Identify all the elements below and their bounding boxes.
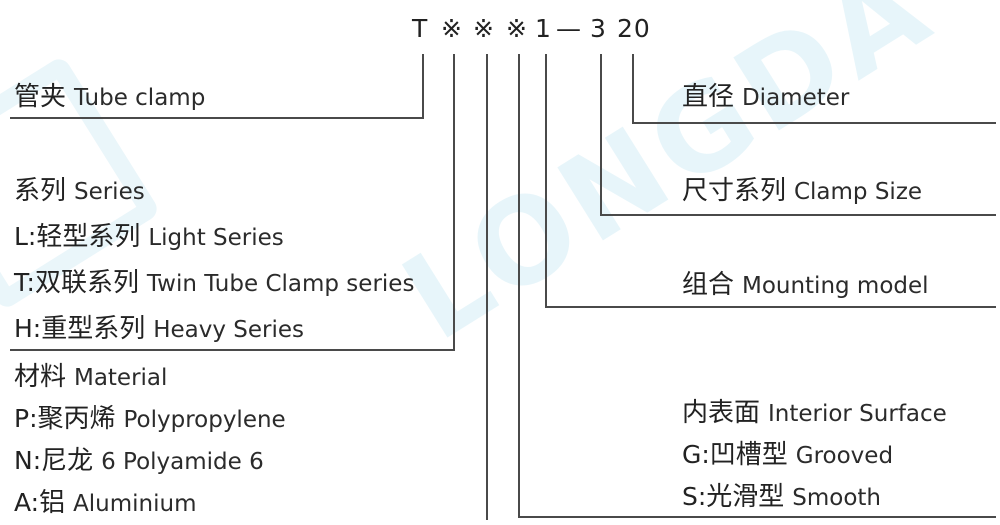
tube-clamp-vertical-line (422, 54, 424, 119)
series-item-en: Twin Tube Clamp series (146, 271, 415, 297)
material-item-code: A: (14, 488, 40, 517)
diameter-underline (632, 122, 996, 124)
size-underline (600, 214, 996, 216)
diameter-label: 直径 Diameter (682, 82, 849, 113)
material-item-zh: 聚丙烯 (37, 404, 116, 434)
mounting-zh: 组合 (682, 270, 735, 300)
series-item-twin: T:双联系列 Twin Tube Clamp series (14, 268, 414, 299)
clamp-size-en: Clamp Size (793, 179, 923, 205)
mounting-underline (545, 306, 996, 308)
material-item-zh: 铝 (39, 488, 66, 518)
interior-item-en: Grooved (795, 443, 894, 469)
code-dash: — (556, 14, 582, 43)
series-item-en: Light Series (148, 225, 284, 251)
material-heading: 材料 Material (14, 362, 167, 393)
material-item-en: Polypropylene (123, 407, 286, 433)
material-item-en: Aluminium (73, 491, 197, 517)
series-item-code: T: (14, 268, 35, 297)
mounting-en: Mounting model (741, 273, 929, 299)
mounting-label: 组合 Mounting model (682, 270, 929, 301)
code-prefix: T (412, 14, 429, 43)
series-heading: 系列 Series (14, 176, 145, 207)
clamp-size-label: 尺寸系列 Clamp Size (682, 176, 922, 207)
clamp-size-zh: 尺寸系列 (682, 176, 787, 206)
code-material-mark: ※ (473, 14, 495, 43)
interior-item-en: Smooth (792, 485, 882, 511)
series-en: Series (73, 179, 145, 205)
mounting-vertical-line (545, 54, 547, 308)
interior-item-code: G: (682, 440, 710, 469)
series-item-light: L:轻型系列 Light Series (14, 222, 284, 253)
tube-clamp-underline (10, 117, 424, 119)
diameter-zh: 直径 (682, 82, 735, 112)
code-diameter: 20 (617, 14, 651, 43)
series-vertical-line (453, 54, 455, 351)
material-zh: 材料 (14, 362, 67, 392)
series-underline (10, 349, 455, 351)
tube-clamp-label: 管夹 Tube clamp (14, 82, 205, 113)
material-en: Material (73, 365, 168, 391)
interior-zh: 内表面 (682, 398, 761, 428)
code-series-mark: ※ (441, 14, 463, 43)
series-item-heavy: H:重型系列 Heavy Series (14, 314, 304, 345)
interior-item-smooth: S:光滑型 Smooth (682, 482, 881, 513)
code-combination: 1 (535, 14, 552, 43)
series-zh: 系列 (14, 176, 67, 206)
code-surface-mark: ※ (506, 14, 528, 43)
material-item-en: 6 Polyamide 6 (101, 449, 264, 475)
series-item-zh: 轻型系列 (36, 222, 141, 252)
series-item-zh: 双联系列 (34, 268, 139, 298)
interior-item-code: S: (682, 482, 707, 511)
material-vertical-line (486, 54, 488, 520)
interior-en: Interior Surface (767, 401, 947, 427)
material-item-zh: 尼龙 (41, 446, 94, 476)
series-item-en: Heavy Series (153, 317, 305, 343)
tube-clamp-zh: 管夹 (14, 82, 67, 112)
interior-bottom-line (518, 516, 996, 518)
diameter-en: Diameter (741, 85, 850, 111)
interior-item-zh: 光滑型 (706, 482, 785, 512)
diameter-vertical-line (632, 54, 634, 124)
interior-vertical-line (518, 54, 520, 518)
size-vertical-line (600, 54, 602, 216)
material-item-polyamide: N:尼龙 6 Polyamide 6 (14, 446, 264, 477)
series-item-zh: 重型系列 (41, 314, 146, 344)
material-item-polypropylene: P:聚丙烯 Polypropylene (14, 404, 286, 435)
material-item-code: P: (14, 404, 38, 433)
interior-heading: 内表面 Interior Surface (682, 398, 947, 429)
series-item-code: H: (14, 314, 42, 343)
interior-item-grooved: G:凹槽型 Grooved (682, 440, 893, 471)
material-item-aluminium: A:铝 Aluminium (14, 488, 197, 519)
series-item-code: L: (14, 222, 37, 251)
tube-clamp-en: Tube clamp (73, 85, 206, 111)
material-item-code: N: (14, 446, 42, 475)
interior-item-zh: 凹槽型 (709, 440, 788, 470)
code-size: 3 (590, 14, 607, 43)
